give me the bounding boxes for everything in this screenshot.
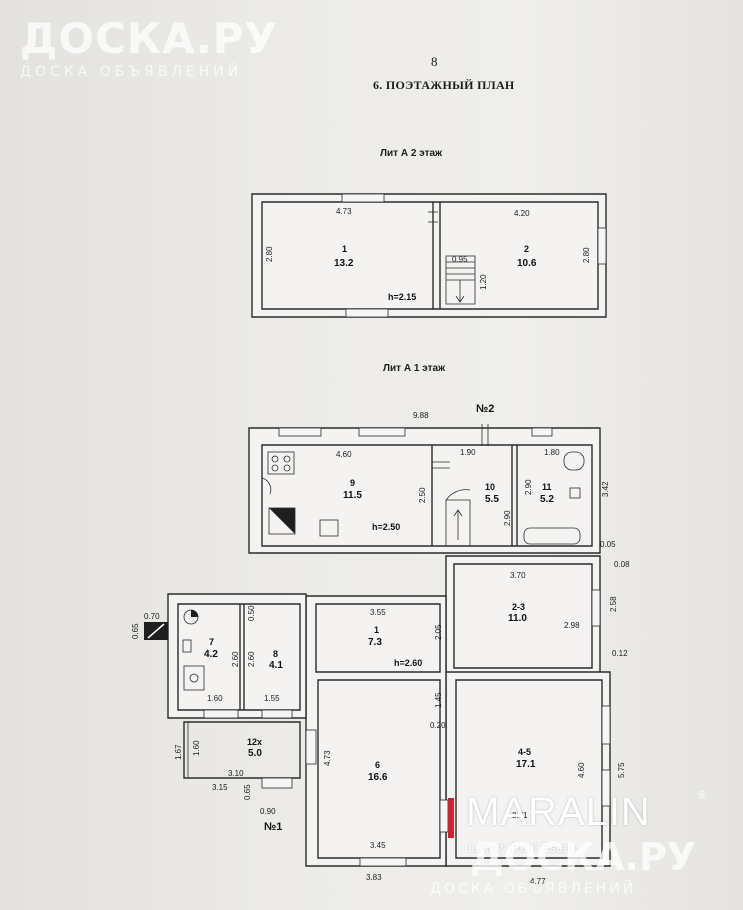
f2-room-num: 2 — [524, 244, 529, 254]
f1-dim: 1.67 — [174, 744, 183, 760]
brand-tagline: Luxury Real Estate — [468, 840, 578, 855]
f1-room-num: 11 — [542, 482, 552, 492]
watermark-logo: ДОСКА.РУ — [20, 14, 278, 63]
f1-dim: 0.70 — [144, 612, 160, 621]
f1-dim: 2.90 — [503, 510, 512, 526]
f2-dim: 2.80 — [265, 246, 274, 262]
f1-dim: 2.60 — [231, 651, 240, 667]
f1-dim: 1.60 — [192, 740, 201, 756]
f1-dim: 3.83 — [366, 873, 382, 882]
brand-bar — [448, 798, 454, 838]
f2-height: h=2.15 — [388, 292, 416, 302]
f1-room-num: 9 — [350, 478, 355, 488]
floor2-plan — [251, 193, 607, 318]
f1-dim: 2.90 — [524, 479, 533, 495]
watermark-logo: ДОСКА.РУ — [470, 835, 697, 879]
f1-dim: 9.88 — [413, 411, 429, 420]
f1-room-num: 7 — [209, 637, 214, 647]
f1-dim: 3.10 — [228, 769, 244, 778]
f1-dim: 4.60 — [577, 762, 586, 778]
entrance-marker: №1 — [264, 821, 282, 833]
f1-dim: 0.05 — [600, 540, 616, 549]
f1-room-area: 5.2 — [540, 494, 554, 505]
f1-dim: 3.45 — [370, 841, 386, 850]
agency-watermark: MARALIN ® Luxury Real Estate — [448, 790, 718, 860]
f1-room-area: 4.1 — [269, 660, 283, 671]
f2-dim: 4.20 — [514, 209, 530, 218]
f1-room-area: 16.6 — [368, 772, 388, 783]
f2-room-num: 1 — [342, 244, 347, 254]
f1-dim: 0.65 — [243, 784, 252, 800]
f1-room-num: 1 — [374, 625, 379, 635]
f1-room-area: 4.2 — [204, 649, 218, 660]
f1-dim: 4.73 — [323, 750, 332, 766]
f1-dim: 1.90 — [460, 448, 476, 457]
f1-dim: 3.71 — [512, 811, 528, 820]
f1-room-num: 4-5 — [518, 747, 531, 757]
f1-dim: 2.50 — [418, 487, 427, 503]
f1-dim: 2.58 — [609, 596, 618, 612]
f1-room-area: 5.5 — [485, 494, 499, 505]
f2-room-area: 13.2 — [334, 258, 354, 269]
f2-dim: 0.95 — [452, 255, 468, 264]
brand-registered-mark: ® — [698, 790, 707, 802]
watermark-subtitle: ДОСКА ОБЪЯВЛЕНИЙ — [20, 64, 243, 80]
f1-room-area: 17.1 — [516, 759, 536, 770]
f1-dim: 2.60 — [247, 651, 256, 667]
f2-dim: 1.20 — [479, 274, 488, 290]
f1-dim: 3.70 — [510, 571, 526, 580]
floor1-plan — [144, 424, 611, 867]
f1-dim: 3.42 — [601, 481, 610, 497]
floor2-title: Лит А 2 этаж — [380, 148, 443, 159]
f1-dim: 0.50 — [247, 605, 256, 621]
f1-room-num: 12х — [247, 737, 262, 747]
f1-dim: 1.60 — [207, 694, 223, 703]
f1-dim: 0.90 — [260, 807, 276, 816]
f1-dim: 5.75 — [617, 762, 626, 778]
f1-dim: 0.20 — [430, 721, 446, 730]
f1-height: h=2.60 — [394, 658, 422, 668]
f1-dim: 4.77 — [530, 877, 546, 886]
f2-dim: 4.73 — [336, 207, 352, 216]
watermark-subtitle: ДОСКА ОБЪЯВЛЕНИЙ — [430, 881, 637, 897]
entrance-marker: №2 — [476, 403, 494, 415]
brand-name: MARALIN — [466, 790, 651, 834]
f1-dim: 3.55 — [370, 608, 386, 617]
f1-height: h=2.50 — [372, 522, 400, 532]
f1-dim: 1.80 — [544, 448, 560, 457]
f1-room-num: 10 — [485, 482, 495, 492]
f1-dim: 1.45 — [434, 692, 443, 708]
page-number: 8 — [431, 54, 438, 69]
f1-dim: 0.12 — [612, 649, 628, 658]
section-title: 6. ПОЭТАЖНЫЙ ПЛАН — [373, 78, 515, 92]
f1-room-area: 11.5 — [343, 490, 362, 501]
f1-dim: 2.05 — [434, 624, 443, 640]
f1-room-area: 7.3 — [368, 637, 382, 648]
f1-room-area: 5.0 — [248, 748, 262, 759]
f1-dim: 4.60 — [336, 450, 352, 459]
f1-room-num: 8 — [273, 649, 278, 659]
f1-dim: 3.15 — [212, 783, 228, 792]
f1-dim: 0.65 — [131, 623, 140, 639]
floor1-title: Лит А 1 этаж — [383, 363, 446, 374]
f1-room-num: 6 — [375, 760, 380, 770]
f1-dim: 1.55 — [264, 694, 280, 703]
f2-room-area: 10.6 — [517, 258, 537, 269]
f1-dim: 0.08 — [614, 560, 630, 569]
f2-dim: 2.80 — [582, 247, 591, 263]
f1-room-num: 2-3 — [512, 602, 525, 612]
f1-room-area: 11.0 — [508, 613, 527, 624]
f1-dim: 2.98 — [564, 621, 580, 630]
